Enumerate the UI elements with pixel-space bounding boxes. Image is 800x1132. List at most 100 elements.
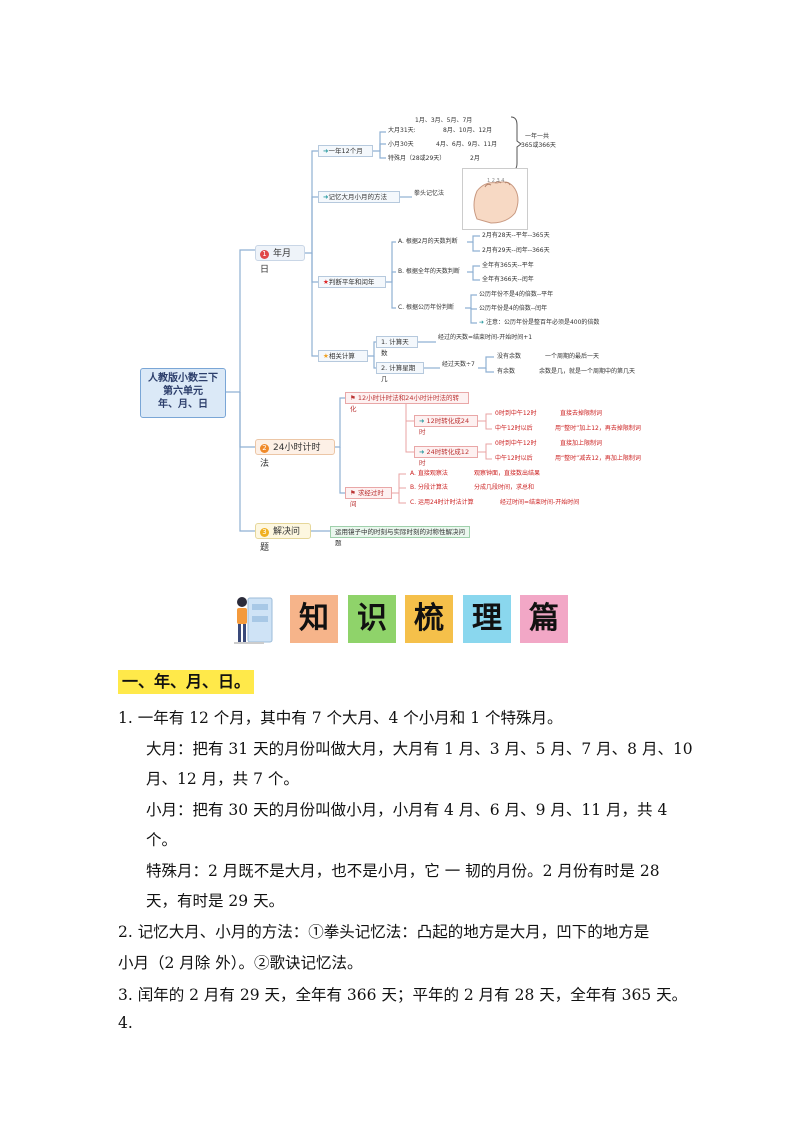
- branch-label: 24小时计时法: [260, 443, 321, 469]
- sub-label: 24时转化成12时: [419, 448, 470, 467]
- svg-text:1 2 3 4: 1 2 3 4: [487, 178, 505, 184]
- elapsed-b: B. 分段计算法: [410, 484, 448, 491]
- line-9: 小月（2 月除 外）。②歌诀记忆法。: [118, 954, 363, 972]
- calc-week: 2. 计算星期几: [376, 362, 424, 383]
- star-icon: ★: [323, 352, 329, 360]
- leap-rule-c: C. 根据公历年份判断: [398, 304, 455, 311]
- sub-label: 一年12个月: [328, 147, 363, 155]
- line-7: 天，有时是 29 天。: [146, 892, 285, 910]
- leap-rule-c3: ➜ 注意：公历年份是整百年必须是400的倍数: [479, 319, 599, 327]
- banner-tile-1: 知: [290, 595, 338, 643]
- branch-label: 年月日: [260, 249, 292, 275]
- fist-memory-label: 拳头记忆法: [414, 190, 445, 197]
- leap-rule-a2: 2月有29天--闰年--366天: [482, 247, 550, 254]
- elapsed-c: C. 运用24时计时法计算: [410, 499, 474, 506]
- flag-icon: ⚑: [350, 394, 356, 402]
- leap-rule-a: A. 根据2月的天数判断: [398, 238, 458, 245]
- rule-4a: 中午12时以后: [495, 455, 533, 462]
- mind-map-root: 人教版小数三下 第六单元 年、月、日: [140, 368, 226, 418]
- no-remainder-rule: 一个周期的最后一天: [545, 353, 600, 360]
- big-month-list-1: 1月、3月、5月、7月: [415, 117, 473, 124]
- leap-rule-b2: 全年有366天--闰年: [482, 276, 534, 283]
- leap-note: 注意：公历年份是整百年必须是400的倍数: [485, 319, 600, 326]
- rule-3a: 0时到中午12时: [495, 440, 537, 447]
- remainder-rule: 余数是几，就是一个周期中的第几天: [539, 368, 636, 375]
- line-4: 小月：把有 30 天的月份叫做小月，小月有 4 月、6 月、9 月、11 月，共…: [146, 801, 668, 819]
- small-month-label: 小月30天: [388, 141, 414, 148]
- special-month-list: 2月: [470, 155, 480, 162]
- flag-icon: ⚑: [350, 489, 356, 497]
- student-illustration: [230, 592, 276, 648]
- banner-char: 梳: [414, 601, 444, 636]
- rule-2b: 用“整时”加上12，再去掉限制词: [555, 425, 641, 432]
- h24-convert: ⚑ 12小时计时法和24小时计时法的转化: [345, 392, 469, 413]
- sub-label: 12小时计时法和24小时计时法的转化: [350, 394, 459, 413]
- sub-leap-year: ★判断平年和闰年: [318, 276, 386, 288]
- number-badge-2: 2: [260, 444, 269, 453]
- leap-rule-c1: 公历年份不是4的倍数--平年: [479, 291, 554, 298]
- arrow-right-icon: ➜: [419, 448, 425, 456]
- fist-illustration: 1 2 3 4: [462, 168, 528, 230]
- calc-days: 1. 计算天数: [376, 336, 418, 357]
- year-total-line-1: 一年一共: [525, 133, 550, 140]
- banner-tile-4: 理: [463, 595, 511, 643]
- remainder: 有余数: [497, 368, 516, 375]
- banner-tile-3: 梳: [405, 595, 453, 643]
- elapsed-c1: 经过时间=结束时间-开始时间: [500, 499, 580, 506]
- no-remainder: 没有余数: [497, 353, 522, 360]
- sub-label: 12时转化成24时: [419, 417, 470, 436]
- arrow-right-icon: ➜: [323, 147, 329, 155]
- solve-method: 运用镜子中的时刻与实际时刻的对称性解决问题: [330, 526, 470, 547]
- arrow-right-icon: ➜: [419, 417, 425, 425]
- rule-1a: 0时到中午12时: [495, 410, 537, 417]
- root-line-1: 人教版小数三下: [148, 373, 218, 384]
- banner-char: 理: [472, 601, 502, 636]
- branch-label: 解决问题: [260, 527, 301, 553]
- year-total-line-2: 365或366天: [521, 142, 556, 149]
- elapsed-a1: 观察钟面，直接数出结果: [474, 470, 541, 477]
- arrow-right-icon: ➜: [323, 193, 329, 201]
- elapsed-b1: 分成几段时间，求总和: [474, 484, 535, 491]
- big-month-label: 大月31天:: [388, 127, 416, 134]
- banner-char: 知: [299, 601, 329, 636]
- root-line-3: 年、月、日: [158, 399, 208, 410]
- line-5: 个。: [146, 831, 178, 849]
- sub-memory-method: ➜记忆大月小月的方法: [318, 191, 400, 203]
- banner-char: 识: [357, 601, 387, 636]
- line-6: 特殊月：2 月既不是大月，也不是小月，它 一 韧的月份。2 月份有时是 28: [146, 862, 660, 880]
- sub-calc: ★相关计算: [318, 350, 368, 362]
- root-line-2: 第六单元: [163, 386, 203, 397]
- leap-rule-c2: 公历年份是4的倍数--闰年: [479, 305, 548, 312]
- line-2: 大月：把有 31 天的月份叫做大月，大月有 1 月、3 月、5 月、7 月、8 …: [146, 740, 693, 758]
- h24-to12: ➜ 24时转化成12时: [414, 446, 478, 467]
- sub-label: 相关计算: [328, 352, 355, 360]
- rule-4b: 用“整时”减去12，再加上限制词: [555, 455, 641, 462]
- elapsed-time: ⚑ 求经过时间: [345, 487, 392, 508]
- number-badge-1: 1: [260, 250, 269, 259]
- number-badge-3: 3: [260, 528, 269, 537]
- rule-2a: 中午12时以后: [495, 425, 533, 432]
- special-month-label: 特殊月（28或29天）: [388, 155, 446, 162]
- leap-rule-a1: 2月有28天--平年--365天: [482, 232, 550, 239]
- calc-days-rule: 经过的天数=结束时间-开始时间+1: [438, 334, 533, 341]
- sub-label: 记忆大月小月的方法: [328, 193, 387, 201]
- line-1: 1. 一年有 12 个月，其中有 7 个大月、4 个小月和 1 个特殊月。: [118, 709, 563, 727]
- student-reading-icon: [234, 597, 273, 644]
- h24-to24: ➜ 12时转化成24时: [414, 415, 478, 436]
- big-month-list-2: 8月、10月、12月: [443, 127, 493, 134]
- rule-1b: 直接去掉限制词: [560, 410, 603, 417]
- banner-tile-5: 篇: [520, 595, 568, 643]
- calc-week-rule: 经过天数÷7: [442, 361, 475, 368]
- banner-char: 篇: [529, 601, 559, 636]
- fist-icon: 1 2 3 4: [473, 178, 519, 224]
- leap-rule-b: B. 根据全年的天数判断: [398, 268, 460, 275]
- mind-map-connectors: [226, 116, 522, 532]
- line-3: 月、12 月，共 7 个。: [146, 770, 299, 788]
- arrow-right-icon: ➜: [479, 319, 486, 326]
- line-8: 2. 记忆大月、小月的方法：①拳头记忆法：凸起的地方是大月，凹下的地方是: [118, 923, 650, 941]
- section-heading: 一、年、月、日。: [118, 670, 255, 694]
